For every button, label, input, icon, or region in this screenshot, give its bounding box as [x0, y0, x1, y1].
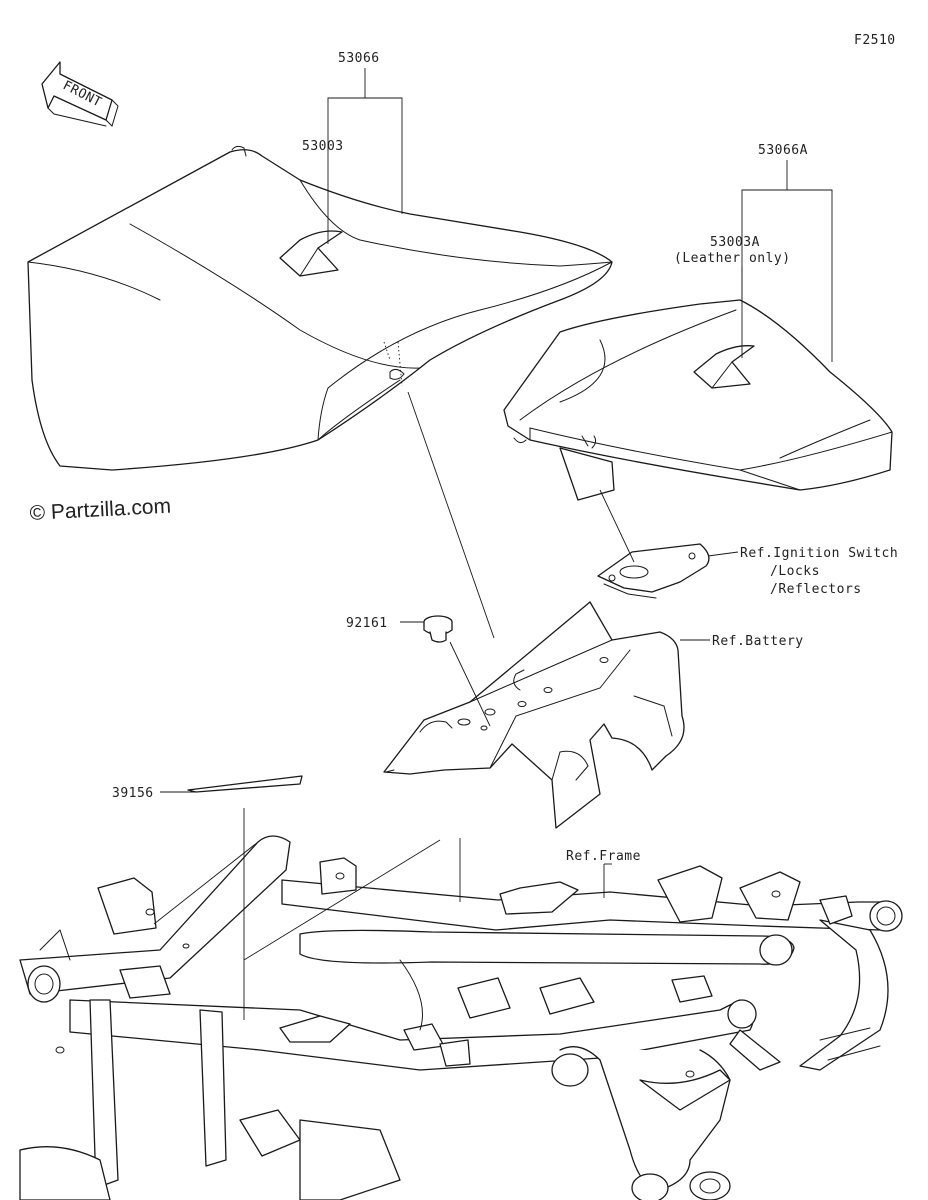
callout-92161: 92161: [346, 616, 388, 631]
callout-39156: 39156: [112, 786, 154, 801]
seat-lock-bracket: [597, 543, 710, 599]
rear-frame: [19, 835, 903, 1200]
callout-ref-locks: /Locks: [770, 564, 820, 579]
callout-53003: 53003: [302, 139, 344, 154]
seat-mounting-plate: [383, 601, 685, 829]
front-direction-arrow: FRONT: [41, 61, 119, 127]
watermark: © Partzilla.com: [29, 495, 172, 525]
callout-ref-reflectors: /Reflectors: [770, 582, 862, 597]
callout-ref-frame: Ref.Frame: [566, 849, 641, 864]
rear-seat-assembly: [503, 299, 893, 501]
callout-leather-only: (Leather only): [674, 251, 791, 266]
callout-53066a: 53066A: [758, 143, 808, 158]
callout-53003a: 53003A: [710, 235, 760, 250]
rubber-damper: [423, 615, 453, 643]
callout-ref-ignition-switch: Ref.Ignition Switch: [740, 546, 898, 561]
callout-53066: 53066: [338, 51, 380, 66]
leader-lines: [153, 68, 833, 1020]
callout-ref-battery: Ref.Battery: [712, 634, 804, 649]
adhesive-tape: [187, 775, 303, 793]
front-seat-assembly: [27, 145, 613, 471]
figure-code: F2510: [854, 33, 896, 48]
